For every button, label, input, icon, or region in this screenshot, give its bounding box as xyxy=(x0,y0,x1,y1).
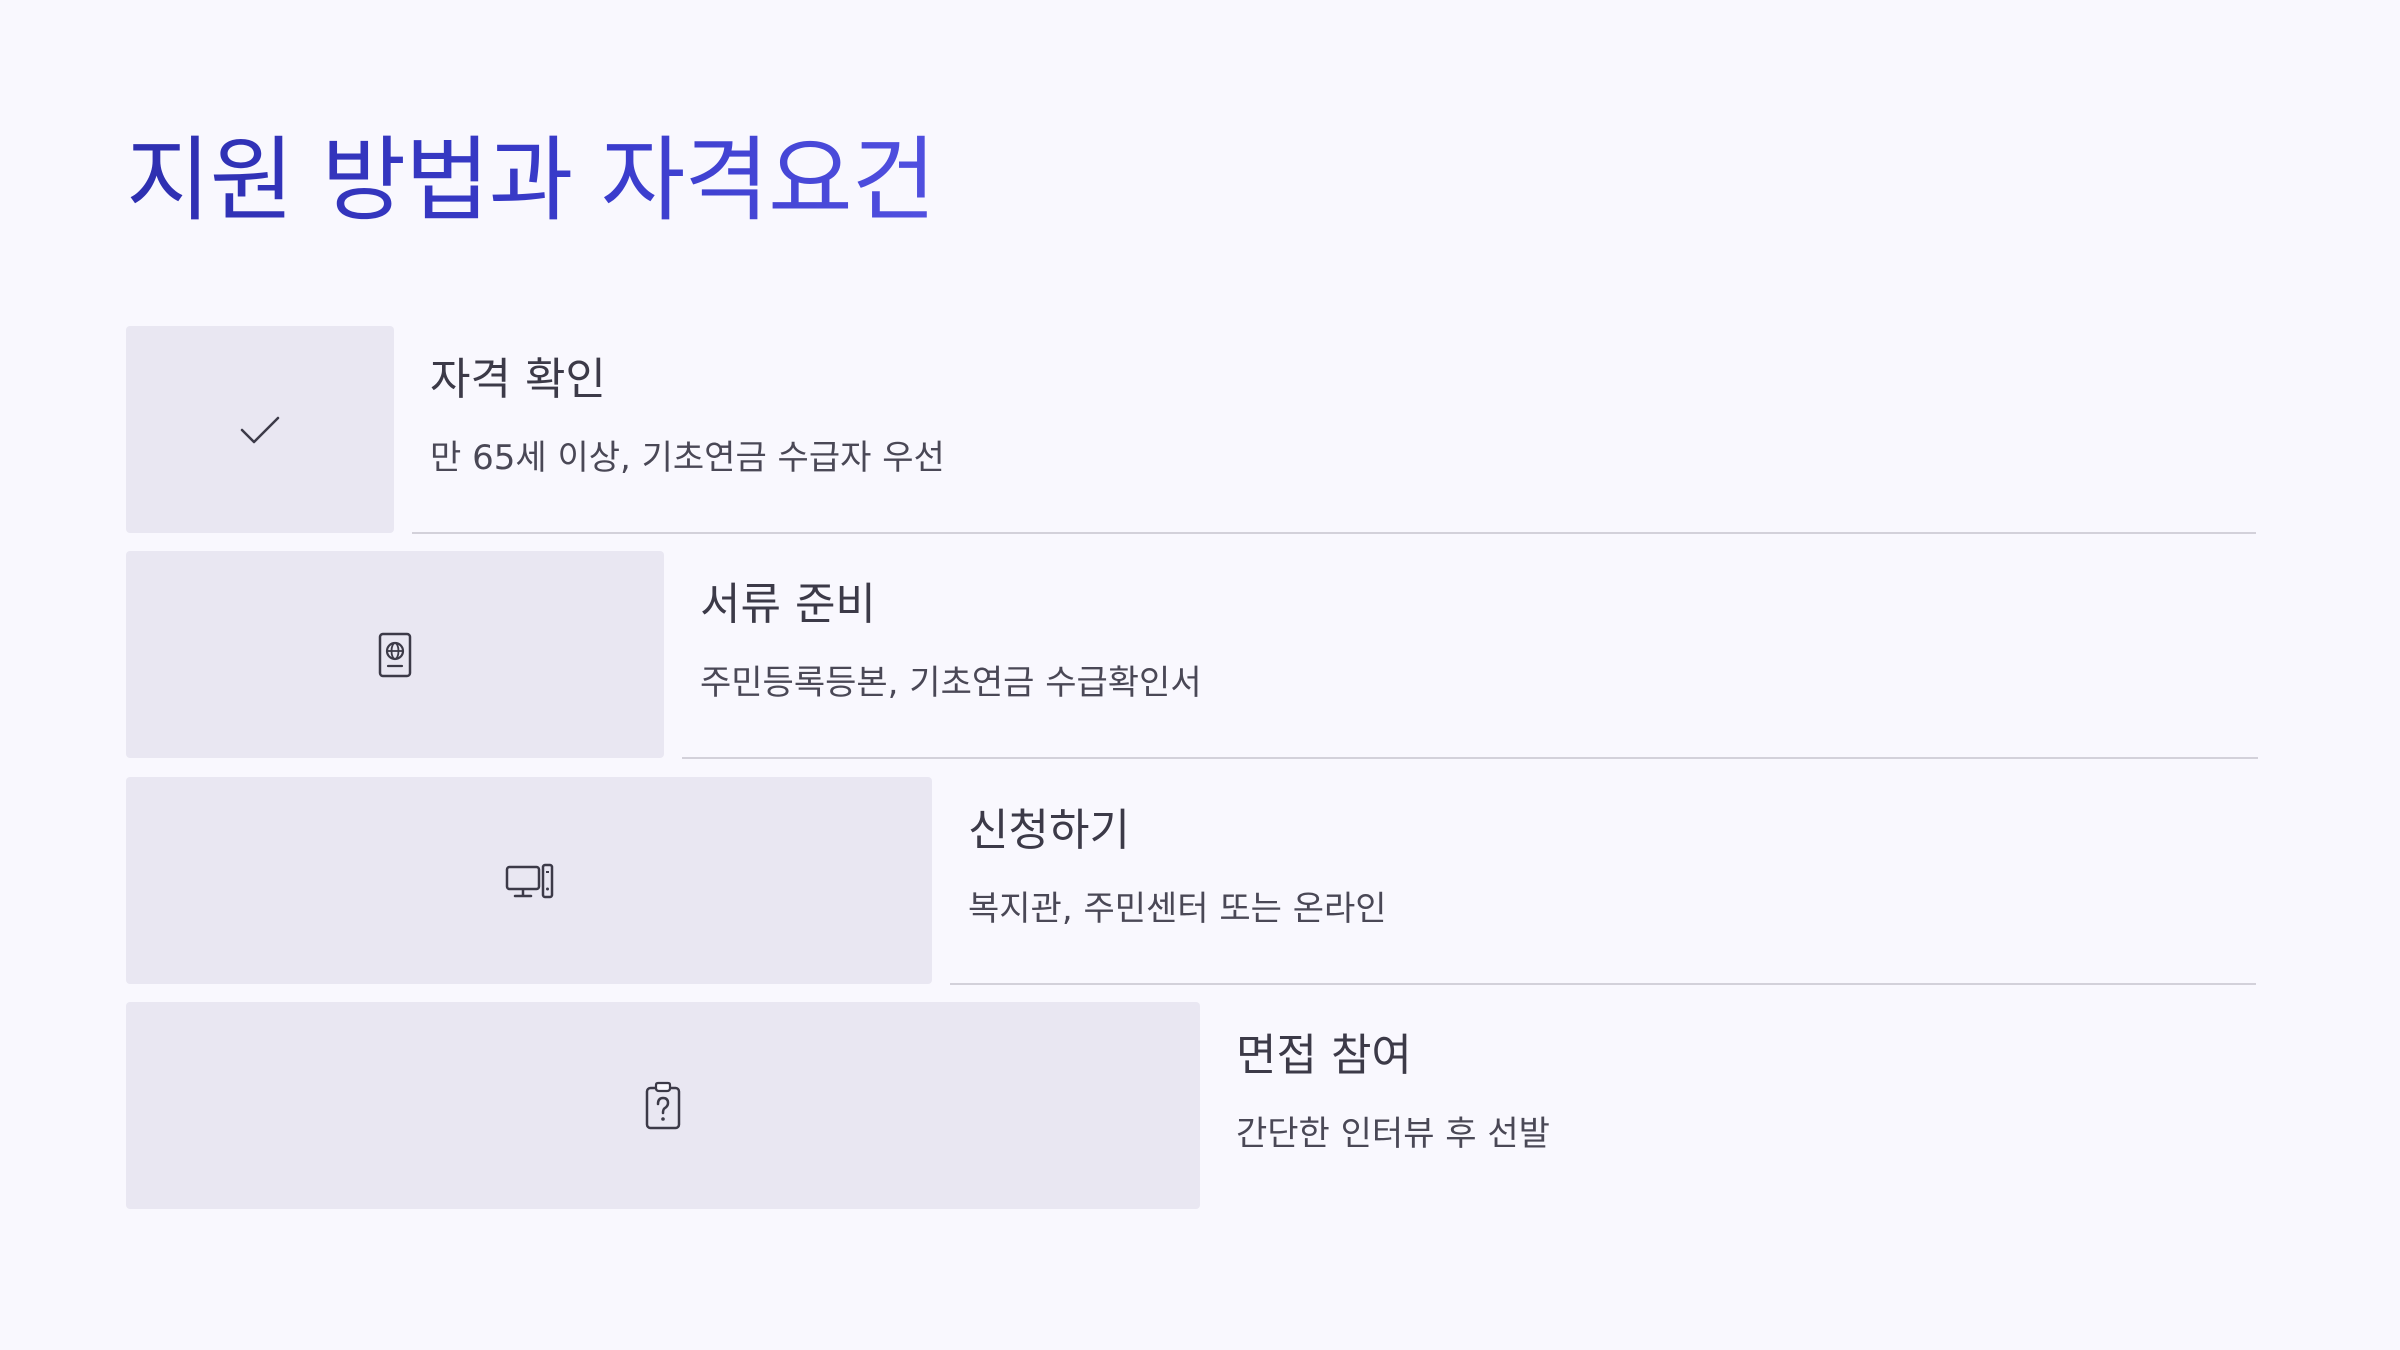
divider xyxy=(682,757,2258,759)
step-icon-box xyxy=(126,326,394,533)
step-icon-box xyxy=(126,551,664,758)
step-description: 간단한 인터뷰 후 선발 xyxy=(1236,1114,1550,1154)
step-description: 복지관, 주민센터 또는 온라인 xyxy=(968,889,1387,929)
step-row-documents: 서류 준비 주민등록등본, 기초연금 수급확인서 xyxy=(126,551,2258,759)
clipboard-question-icon xyxy=(645,1081,681,1129)
step-row-interview: 면접 참여 간단한 인터뷰 후 선발 xyxy=(126,1002,2256,1209)
step-heading: 자격 확인 xyxy=(430,354,606,405)
checkmark-icon xyxy=(240,416,280,443)
step-row-apply: 신청하기 복지관, 주민센터 또는 온라인 xyxy=(126,777,2256,985)
step-row-eligibility: 자격 확인 만 65세 이상, 기초연금 수급자 우선 xyxy=(126,326,2256,534)
step-description: 주민등록등본, 기초연금 수급확인서 xyxy=(700,663,1202,703)
divider xyxy=(412,532,2256,534)
desktop-computer-icon xyxy=(505,863,554,898)
step-heading: 서류 준비 xyxy=(700,579,876,630)
page-title: 지원 방법과 자격요건 xyxy=(126,127,936,234)
passport-icon xyxy=(378,632,412,677)
step-icon-box xyxy=(126,1002,1200,1209)
divider xyxy=(950,983,2256,985)
step-description: 만 65세 이상, 기초연금 수급자 우선 xyxy=(430,438,945,478)
step-heading: 면접 참여 xyxy=(1236,1030,1412,1081)
step-icon-box xyxy=(126,777,932,984)
step-heading: 신청하기 xyxy=(968,805,1130,856)
